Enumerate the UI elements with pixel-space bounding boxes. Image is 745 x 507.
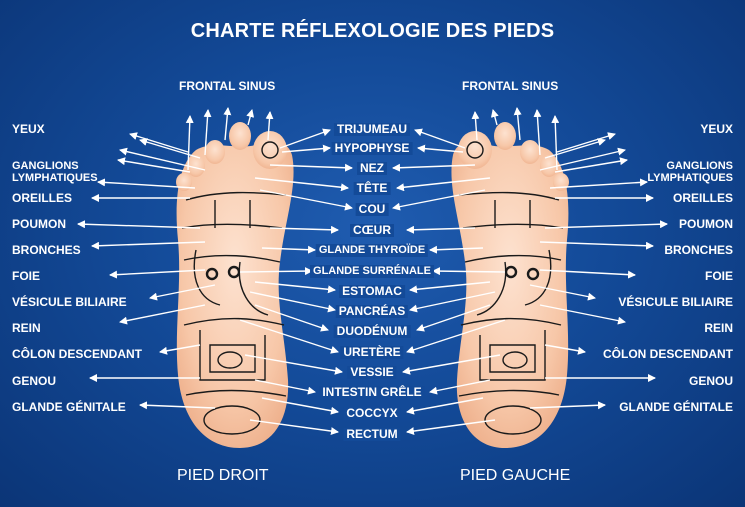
label-estomac: ESTOMAC: [339, 285, 405, 298]
label-vesicule-left: VÉSICULE BILIAIRE: [12, 295, 127, 309]
label-vessie: VESSIE: [347, 366, 397, 379]
label-ganglions-left: GANGLIONS: [12, 160, 79, 172]
right-foot-sole: [176, 141, 294, 448]
label-cou: COU: [355, 203, 389, 216]
label-rectum: RECTUM: [343, 428, 401, 441]
label-glande-thyroide: GLANDE THYROÏDE: [315, 244, 429, 257]
label-trijumeau: TRIJUMEAU: [333, 123, 411, 136]
label-poumon-left: POUMON: [12, 217, 66, 231]
caption-pied-droit: PIED DROIT: [177, 467, 269, 484]
left-toe-4: [540, 155, 558, 177]
right-foot: [176, 122, 294, 448]
label-vesicule-right: VÉSICULE BILIAIRE: [618, 295, 733, 309]
label-colon-right: CÔLON DESCENDANT: [602, 347, 733, 361]
label-rein-right: REIN: [704, 321, 733, 335]
left-foot: [451, 122, 569, 448]
label-genou-left: GENOU: [12, 374, 57, 388]
label-glande-surrenale: GLANDE SURRÉNALE: [310, 265, 434, 278]
right-toe-4: [187, 155, 205, 177]
label-lymphatiques-right: LYMPHATIQUES: [647, 172, 733, 184]
right-toe-2: [229, 122, 251, 150]
label-yeux-left: YEUX: [12, 122, 45, 136]
label-pancreas: PANCRÉAS: [335, 305, 409, 318]
label-nez: NEZ: [357, 162, 387, 175]
label-frontal-sinus-left-foot: FRONTAL SINUS: [462, 79, 559, 93]
chart-title: CHARTE RÉFLEXOLOGIE DES PIEDS: [190, 20, 555, 42]
left-toe-3: [520, 140, 540, 164]
label-oreilles-right: OREILLES: [672, 191, 733, 205]
label-foie-left: FOIE: [12, 269, 41, 283]
left-toe-big: [458, 131, 492, 169]
caption-pied-gauche: PIED GAUCHE: [460, 467, 571, 484]
label-intestin-grele: INTESTIN GRÊLE: [319, 386, 425, 399]
pointer-arrows: [77, 107, 668, 436]
label-yeux-right: YEUX: [700, 122, 733, 136]
label-lymphatiques-left: LYMPHATIQUES: [12, 172, 98, 184]
label-genou-right: GENOU: [688, 374, 733, 388]
label-coccyx: COCCYX: [343, 407, 401, 420]
left-toe-2: [494, 122, 516, 150]
label-poumon-right: POUMON: [679, 217, 733, 231]
label-hypophyse: HYPOPHYSE: [331, 142, 413, 155]
left-foot-sole: [451, 141, 569, 448]
right-toe-3: [205, 140, 225, 164]
label-oreilles-left: OREILLES: [12, 191, 73, 205]
label-ganglions-right: GANGLIONS: [666, 160, 733, 172]
label-colon-left: CÔLON DESCENDANT: [12, 347, 143, 361]
label-tete: TÊTE: [353, 182, 391, 195]
label-duodenum: DUODÉNUM: [333, 325, 411, 338]
label-coeur: CŒUR: [350, 224, 394, 237]
label-rein-left: REIN: [12, 321, 41, 335]
label-glande-right: GLANDE GÉNITALE: [619, 400, 733, 414]
right-toe-big: [253, 131, 287, 169]
label-uretere: URETÈRE: [340, 346, 404, 359]
label-bronches-right: BRONCHES: [664, 243, 733, 257]
label-frontal-sinus-right-foot: FRONTAL SINUS: [179, 79, 276, 93]
label-bronches-left: BRONCHES: [12, 243, 81, 257]
label-foie-right: FOIE: [704, 269, 733, 283]
label-glande-left: GLANDE GÉNITALE: [12, 400, 126, 414]
